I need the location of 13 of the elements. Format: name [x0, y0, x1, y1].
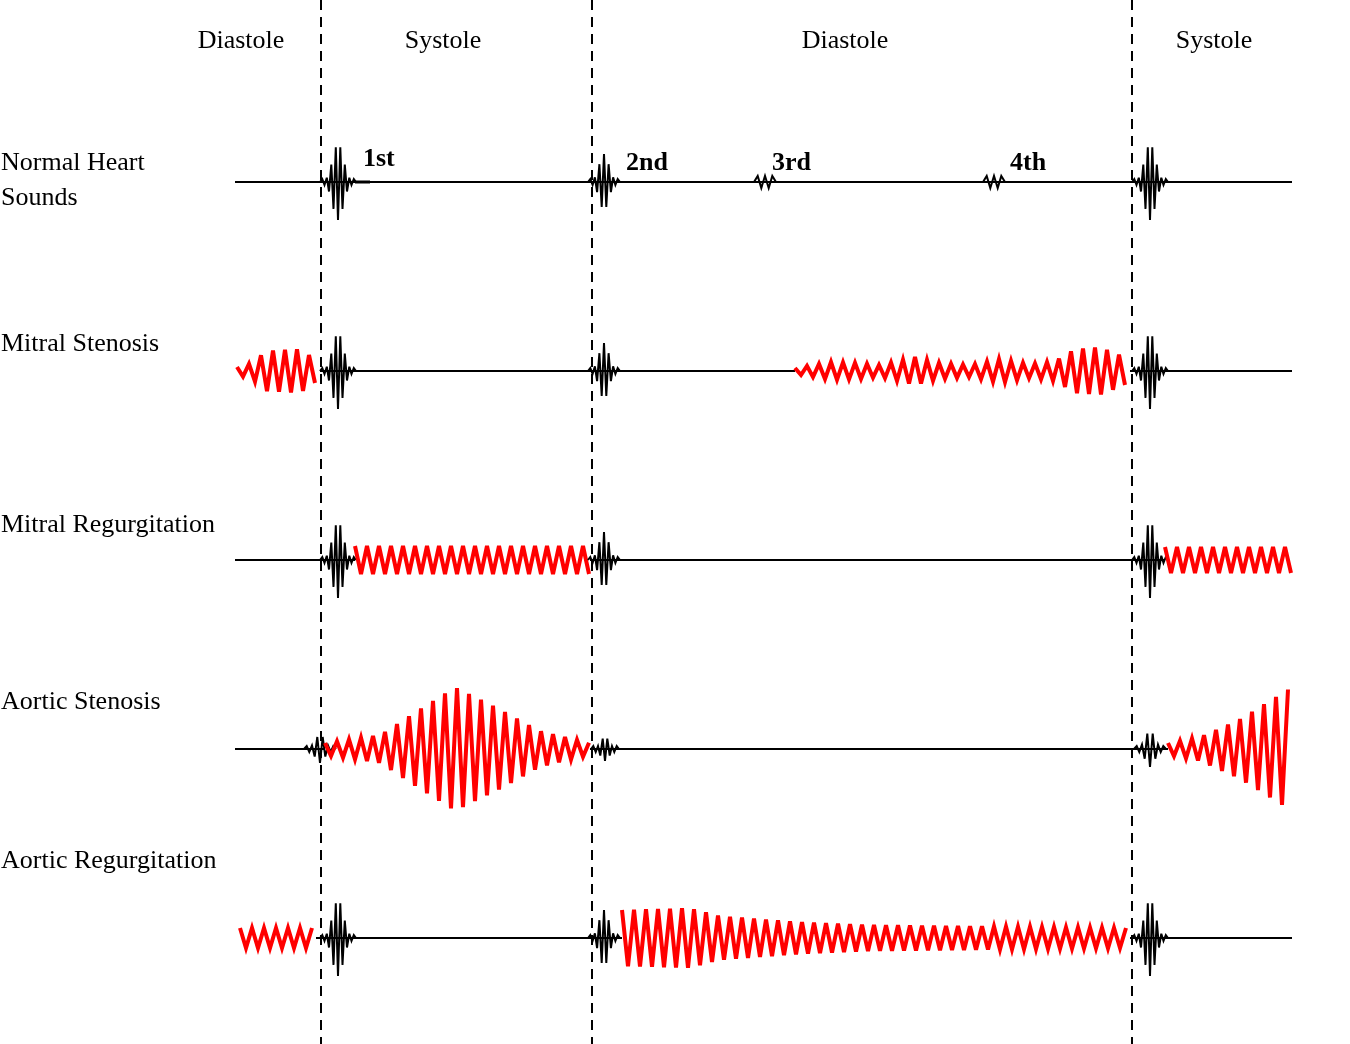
condition-label: Aortic Regurgitation: [1, 844, 217, 876]
cardiac-phase-label: Diastole: [197, 24, 285, 56]
condition-label: Aortic Stenosis: [1, 685, 161, 717]
heart-sound-label: 3rd: [772, 146, 811, 178]
condition-label: Normal Heart Sounds: [1, 146, 146, 213]
cardiac-phase-label: Systole: [404, 24, 482, 56]
heart-sound-label: 4th: [1010, 146, 1047, 178]
heart-sound-label: 1st: [363, 142, 395, 174]
cardiac-phase-label: Systole: [1175, 24, 1253, 56]
heart-sound-label: 2nd: [626, 146, 668, 178]
condition-label: Mitral Regurgitation: [1, 508, 215, 540]
cardiac-phase-label: Diastole: [801, 24, 889, 56]
condition-label: Mitral Stenosis: [1, 327, 160, 359]
